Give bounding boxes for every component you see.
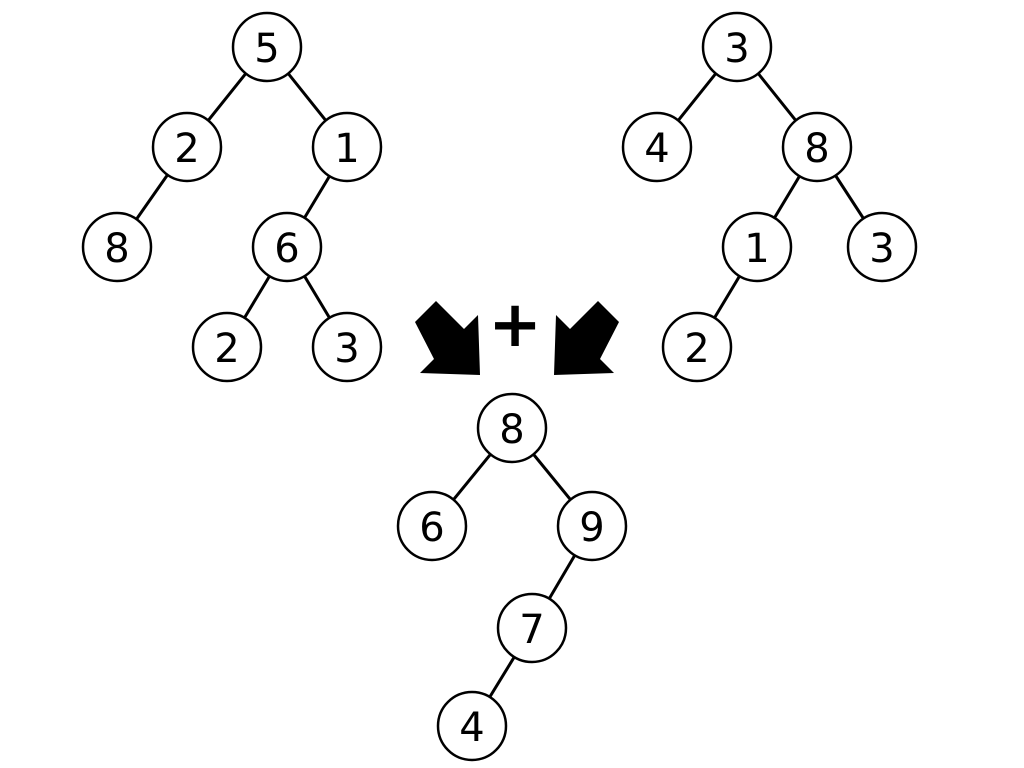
node-label: 6 — [274, 226, 299, 272]
node-label: 4 — [459, 705, 484, 751]
node-label: 7 — [519, 607, 544, 653]
left-input-node: 2 — [151, 111, 223, 183]
node-label: 3 — [334, 326, 359, 372]
node-label: 2 — [174, 126, 199, 172]
merged-result-node: 4 — [436, 690, 508, 762]
node-label: 1 — [334, 126, 359, 172]
node-label: 2 — [684, 326, 709, 372]
merged-result-node: 7 — [496, 592, 568, 664]
node-label: 9 — [579, 505, 604, 551]
merged-result-node: 8 — [476, 392, 548, 464]
merged-result-node: 9 — [556, 490, 628, 562]
arrow-down-left-icon — [554, 301, 619, 375]
node-label: 1 — [744, 226, 769, 272]
node-label: 3 — [724, 26, 749, 72]
node-label: 8 — [499, 407, 524, 453]
left-input-node: 1 — [311, 111, 383, 183]
right-input-node: 1 — [721, 211, 793, 283]
left-input-node: 5 — [231, 11, 303, 83]
left-input-node: 3 — [311, 311, 383, 383]
node-label: 3 — [869, 226, 894, 272]
node-label: 8 — [104, 226, 129, 272]
node-label: 6 — [419, 505, 444, 551]
left-input-node: 6 — [251, 211, 323, 283]
right-input-node: 4 — [621, 111, 693, 183]
right-input-node: 2 — [661, 311, 733, 383]
right-input-node: 3 — [701, 11, 773, 83]
node-label: 2 — [214, 326, 239, 372]
left-input-node: 8 — [81, 211, 153, 283]
right-input-node: 3 — [846, 211, 918, 283]
right-input-node: 8 — [781, 111, 853, 183]
node-label: 8 — [804, 126, 829, 172]
node-label: 4 — [644, 126, 669, 172]
node-label: 5 — [254, 26, 279, 72]
left-input-node: 2 — [191, 311, 263, 383]
merged-result-node: 6 — [396, 490, 468, 562]
plus-operator: + — [488, 288, 542, 362]
arrow-down-right-icon — [415, 301, 480, 375]
